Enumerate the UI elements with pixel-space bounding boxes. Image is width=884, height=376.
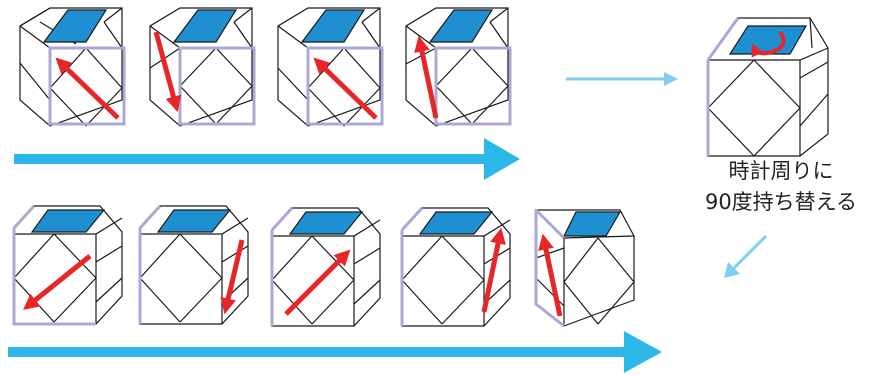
row2-step4-cube [400,206,511,327]
move-arrow [538,233,563,317]
move-arrow [284,249,351,316]
row2-step5-cube [534,208,635,328]
row1-step2-cube [149,7,256,127]
rotation-caption: 時計周りに 90度持ち替える [686,156,876,218]
row2-step1-cube [12,204,123,326]
rotation-arrow [751,30,786,58]
caption-line-1: 時計周りに [728,159,834,183]
row2-sequence-arrow [8,331,662,373]
row1-sequence-arrow [14,138,520,180]
move-arrow [481,227,506,313]
row1-step3-cube [277,7,384,127]
move-arrow [313,57,378,120]
row2-step3-cube [270,206,381,327]
row2-step2-cube [138,204,249,325]
move-arrow [23,254,92,311]
transition-arrow-down-left [724,234,768,278]
move-arrow [414,35,439,119]
transition-arrow-right [566,72,678,86]
move-arrow [55,57,120,120]
move-arrow [220,239,245,315]
caption-line-2: 90度持ち替える [704,190,858,214]
rotated-cube [706,17,829,157]
row1-step1-cube [19,7,126,127]
move-arrow [153,31,182,113]
row1-step4-cube [405,7,512,127]
